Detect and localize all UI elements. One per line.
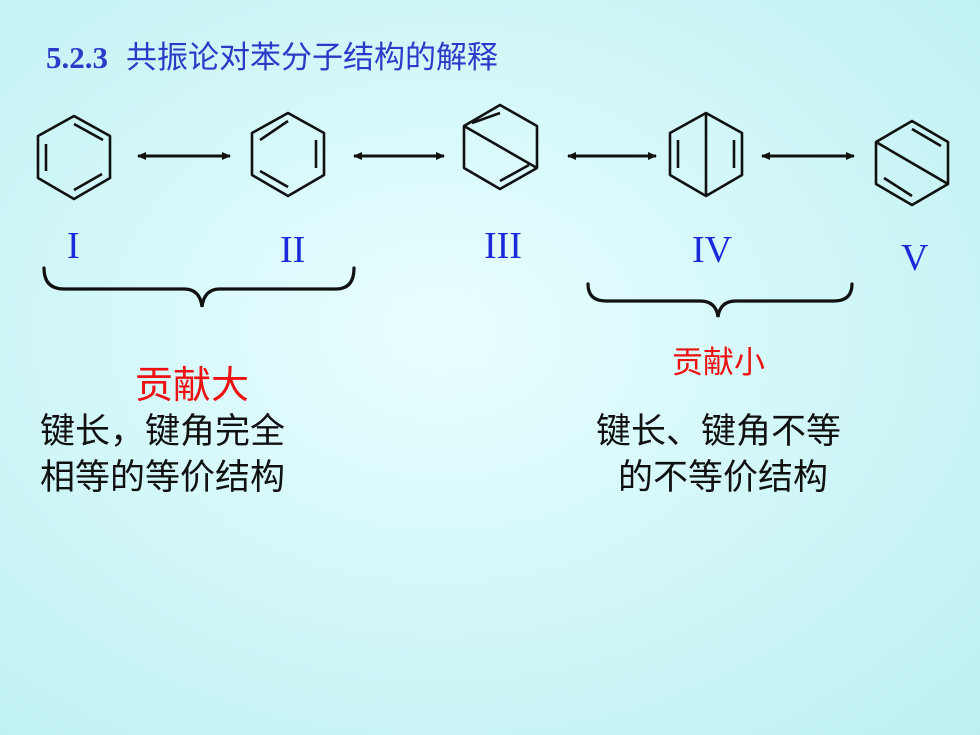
page-title: 5.2.3 共振论对苯分子结构的解释 (46, 32, 498, 77)
dewar-benzene-structure-4 (668, 111, 744, 198)
minor-contribution-label: 贡献小 (672, 345, 765, 381)
dewar-benzene-structure-5 (874, 119, 950, 207)
right-brace (586, 282, 854, 318)
section-number: 5.2.3 (46, 40, 108, 75)
left-brace (42, 266, 356, 308)
minor-desc-line-1: 键长、键角不等 (596, 412, 842, 452)
structure-label-2: II (280, 229, 306, 271)
dewar-benzene-structure-3 (462, 103, 539, 191)
major-contribution-label: 贡献大 (135, 363, 250, 407)
structure-label-4: IV (692, 229, 733, 271)
section-title: 共振论对苯分子结构的解释 (126, 40, 498, 76)
major-desc-line-1: 键长，键角完全 (40, 412, 286, 452)
structure-label-5: V (901, 237, 929, 279)
minor-desc-line-2: 的不等价结构 (618, 458, 829, 498)
major-desc-line-2: 相等的等价结构 (40, 458, 286, 498)
structure-label-1: I (67, 225, 80, 267)
benzene-kekule-structure-1 (36, 114, 112, 201)
structure-label-3: III (484, 225, 522, 267)
benzene-kekule-structure-2 (250, 111, 326, 198)
